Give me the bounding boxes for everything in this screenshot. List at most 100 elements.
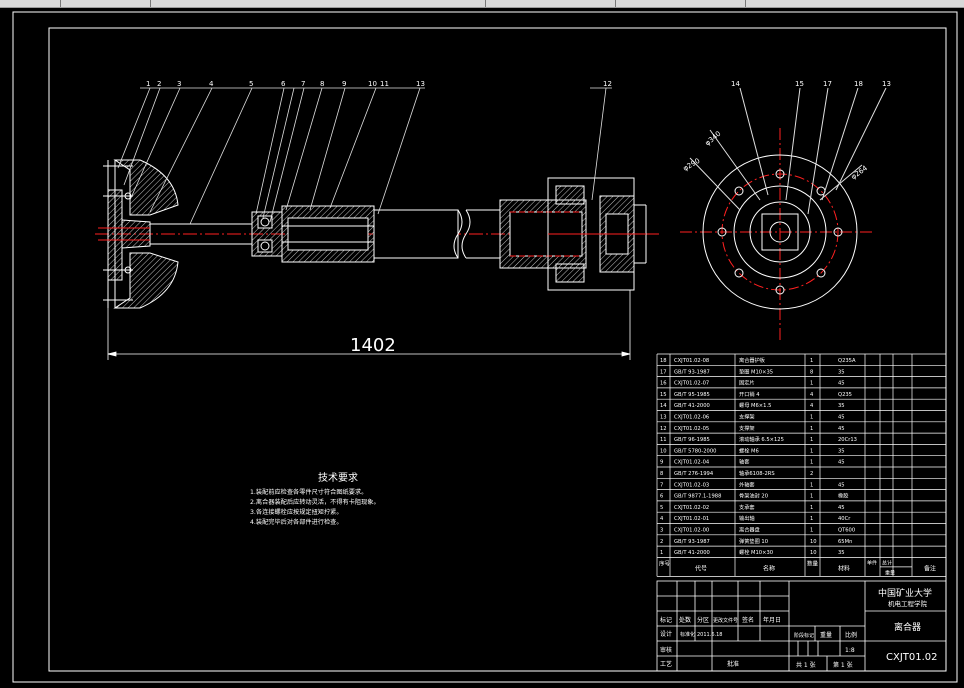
part-number-label: 15 (795, 80, 804, 88)
part-number-label: 6 (281, 80, 286, 88)
toolbar-separator (485, 0, 486, 7)
bom-row-material: 35 (838, 403, 845, 409)
bom-row-code: CXJT01.02-00 (674, 528, 709, 534)
bom-row-material: 45 (838, 381, 845, 387)
bom-row-material: Q235A (838, 358, 856, 364)
part-number-label: 13 (416, 80, 425, 88)
bom-header-total-weight: 总计 (882, 559, 892, 566)
part-number-label: 14 (731, 80, 740, 88)
part-number-label: 4 (209, 80, 214, 88)
bom-row-code: GB/T 93-1987 (674, 369, 710, 375)
bom-row-qty: 8 (810, 369, 813, 375)
overall-dimension (107, 290, 631, 360)
part-number-label: 13 (882, 80, 891, 88)
tech-req-line: 1.装配前应检查各零件尺寸符合图纸要求。 (250, 488, 367, 496)
bom-row-qty: 4 (810, 392, 814, 398)
title-block-text: 中国矿业大学 机电工程学院 离合器 CXJT01.02 标记 处数 分区 更改文… (660, 587, 938, 669)
bom-row-code: CXJT01.02-05 (674, 426, 709, 432)
bom-row-qty: 1 (810, 381, 813, 387)
bom-row-code: CXJT01.02-04 (674, 460, 710, 466)
side-part-numbers: 14 15 17 18 13 φ340 φ290 φ264 (682, 80, 891, 181)
application-title-bar (0, 0, 964, 8)
bom-row-material: 45 (838, 415, 845, 421)
bom-header-unit-weight: 单件 (867, 559, 877, 566)
label-signature: 签名 (742, 616, 754, 624)
bom-row-code: GB/T 41-2000 (674, 550, 710, 556)
label-process: 工艺 (660, 660, 672, 668)
label-design: 设计 (660, 630, 672, 638)
bom-row-qty: 1 (810, 358, 813, 364)
bom-row-name: 支撑架 (739, 424, 755, 432)
front-section-view (95, 159, 660, 309)
bom-row-seq: 17 (660, 369, 667, 375)
part-number-label: 8 (320, 80, 324, 88)
bom-row-material: QT600 (838, 528, 855, 534)
bom-row-name: 支承套 (739, 503, 755, 511)
bom-row-qty: 1 (810, 516, 813, 522)
bom-row-qty: 1 (810, 494, 813, 500)
part-number-label: 7 (301, 80, 305, 88)
bom-row-material: 65Mn (838, 539, 852, 545)
bom-row-qty: 1 (810, 460, 813, 466)
side-dimension: φ340 (704, 130, 723, 148)
toolbar-separator (150, 0, 151, 7)
cad-drawing-canvas[interactable]: 1 2 3 4 5 6 7 8 9 10 11 13 12 1402 (0, 8, 964, 688)
bom-row-seq: 14 (660, 403, 667, 409)
outer-frame (12, 11, 958, 683)
tech-req-line: 2.离合器装配后应转动灵活，不得有卡阻现象。 (250, 498, 380, 506)
bom-row-code: GB/T 96-1985 (674, 437, 710, 443)
label-standardize: 标准化 (680, 631, 695, 638)
label-change-doc: 更改文件号 (713, 617, 738, 624)
bom-row-material: Q235 (838, 392, 852, 398)
sheet-number: 第 1 张 (833, 661, 853, 669)
bom-header-qty: 数量 (807, 559, 819, 567)
bom-row-qty: 1 (810, 415, 813, 421)
bom-row-qty: 1 (810, 448, 813, 454)
part-number-label: 2 (157, 80, 161, 88)
bom-row-seq: 3 (660, 528, 663, 534)
bom-row-name: 离合器盘 (739, 526, 760, 534)
bom-row-name: 骨架油封 20 (739, 492, 768, 500)
bom-row-seq: 12 (660, 426, 667, 432)
bom-row-code: GB/T 41-2000 (674, 403, 710, 409)
bom-row-material: 45 (838, 460, 845, 466)
bom-row-code: GB/T 276-1994 (674, 471, 714, 477)
bom-row-qty: 1 (810, 437, 813, 443)
bom-row-seq: 8 (660, 471, 663, 477)
drawing-number: CXJT01.02 (886, 652, 938, 663)
bom-row-name: 外轴套 (739, 480, 755, 488)
label-date: 年月日 (763, 616, 781, 624)
side-dimension: φ290 (682, 157, 702, 173)
toolbar-separator (60, 0, 61, 7)
bom-row-material: 45 (838, 505, 845, 511)
bom-row-name: 弹簧垫圈 10 (739, 537, 768, 545)
label-count: 处数 (679, 616, 691, 624)
bom-row-code: CXJT01.02-01 (674, 516, 709, 522)
bom-row-seq: 7 (660, 482, 663, 488)
college-name: 机电工程学院 (888, 599, 928, 608)
bom-header-weight: 重量 (885, 569, 895, 576)
bom-header-seq: 序号 (659, 559, 671, 567)
part-number-label: 1 (146, 80, 150, 88)
bom-row-qty: 1 (810, 528, 813, 534)
bom-row-name: 支撑架 (739, 413, 755, 421)
label-scale: 比例 (845, 631, 857, 639)
label-weight: 重量 (820, 631, 832, 639)
bom-row-code: GB/T 5780-2000 (674, 448, 716, 454)
bom-header-name: 名称 (763, 564, 775, 572)
bom-row-seq: 11 (660, 437, 667, 443)
side-dimension: φ264 (850, 164, 870, 181)
bom-row-seq: 16 (660, 381, 667, 387)
bom-row-name: 螺栓 M6 (739, 446, 759, 454)
bom-row-name: 螺栓 M10×30 (739, 548, 773, 556)
bom-row-seq: 18 (660, 358, 667, 364)
label-mark: 标记 (660, 616, 672, 624)
label-approve: 批准 (727, 660, 739, 668)
label-review: 审核 (660, 646, 672, 654)
bom-row-code: GB/T 9877.1-1988 (674, 494, 721, 500)
flange-outer (702, 154, 858, 310)
label-zone: 分区 (697, 616, 709, 624)
bom-row-qty: 2 (810, 471, 813, 477)
bom-row-seq: 15 (660, 392, 667, 398)
bom-row-code: GB/T 95-1985 (674, 392, 710, 398)
